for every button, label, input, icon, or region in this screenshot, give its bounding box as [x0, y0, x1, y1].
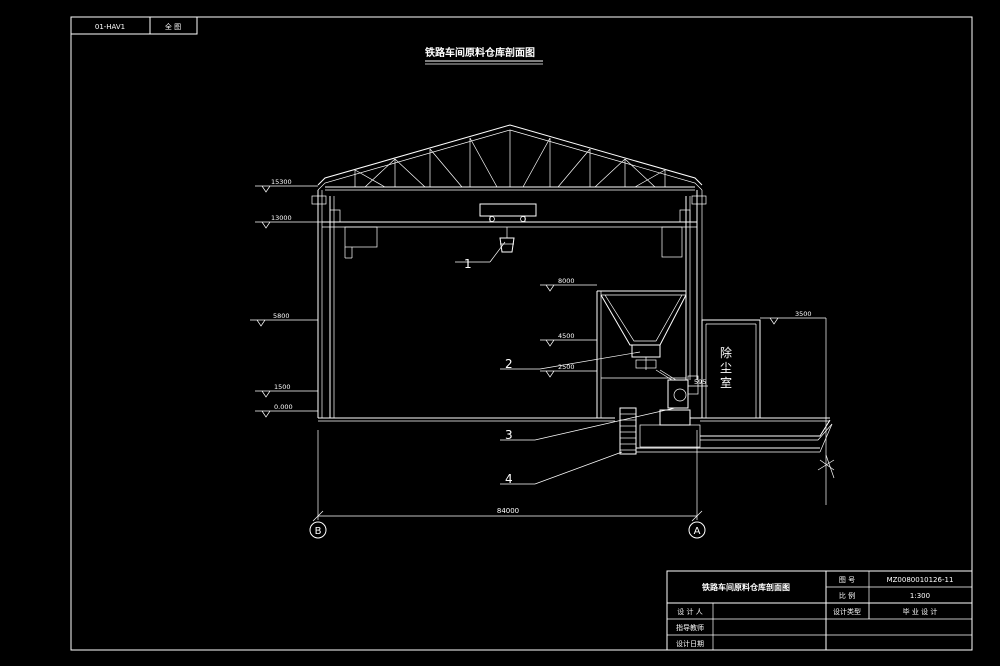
callout-leaders: [455, 241, 676, 485]
dust-removal-room: [701, 319, 761, 419]
stamp-label: 全 图: [165, 22, 181, 31]
callout-3: 3: [505, 428, 513, 442]
building-columns: [311, 190, 707, 418]
drawing-title: 铁路车间原料仓库剖面图: [425, 46, 535, 59]
room-label-char-1: 除: [720, 345, 732, 360]
room-label-char-3: 室: [720, 375, 732, 390]
stamp-code: 01-HAV1: [95, 23, 125, 31]
hopper-structure: [596, 290, 699, 418]
elevation-markers: [250, 185, 826, 418]
title-block-scale: 1:300: [910, 592, 930, 600]
roof-truss: [317, 124, 703, 191]
elevation-3500: 3500: [795, 310, 812, 318]
right-section-marker: [817, 318, 835, 505]
axis-label-b: B: [315, 526, 322, 537]
span-dimension-value: 84000: [497, 507, 519, 515]
axis-label-a: A: [694, 526, 701, 537]
elevation-5800: 5800: [273, 312, 290, 320]
elevation-2500: 2500: [558, 363, 575, 371]
title-block-drawing-no-label: 图 号: [839, 576, 855, 584]
callout-1: 1: [464, 257, 472, 271]
title-block-designer-label: 设 计 人: [677, 607, 702, 616]
elevation-15300: 15300: [271, 178, 292, 186]
title-block: [666, 570, 973, 651]
callout-4: 4: [505, 472, 513, 486]
title-block-project-name: 铁路车间原料仓库剖面图: [702, 582, 790, 592]
title-block-scale-label: 比 例: [839, 591, 855, 600]
title-block-design-type: 毕 业 设 计: [903, 607, 938, 616]
title-block-drawing-no: MZ0080010126-11: [887, 576, 954, 584]
floor-and-ground: [318, 407, 833, 455]
elevation-0000: 0.000: [274, 403, 293, 411]
overhead-crane: [322, 203, 697, 259]
callout-2: 2: [505, 357, 513, 371]
elevation-13000: 13000: [271, 214, 292, 222]
title-block-design-type-label: 设计类型: [833, 607, 861, 616]
span-dimension: [309, 430, 706, 539]
drawing-frame: [70, 16, 973, 651]
elevation-1500: 1500: [274, 383, 291, 391]
elevation-595: 595: [694, 378, 706, 386]
corner-stamp: 01-HAV1 全 图: [70, 16, 198, 35]
title-block-date-label: 设计日期: [676, 639, 704, 648]
title-block-instructor-label: 指导教师: [676, 623, 704, 632]
elevation-4500: 4500: [558, 332, 575, 340]
room-label-char-2: 尘: [720, 361, 732, 375]
elevation-8000: 8000: [558, 277, 575, 285]
